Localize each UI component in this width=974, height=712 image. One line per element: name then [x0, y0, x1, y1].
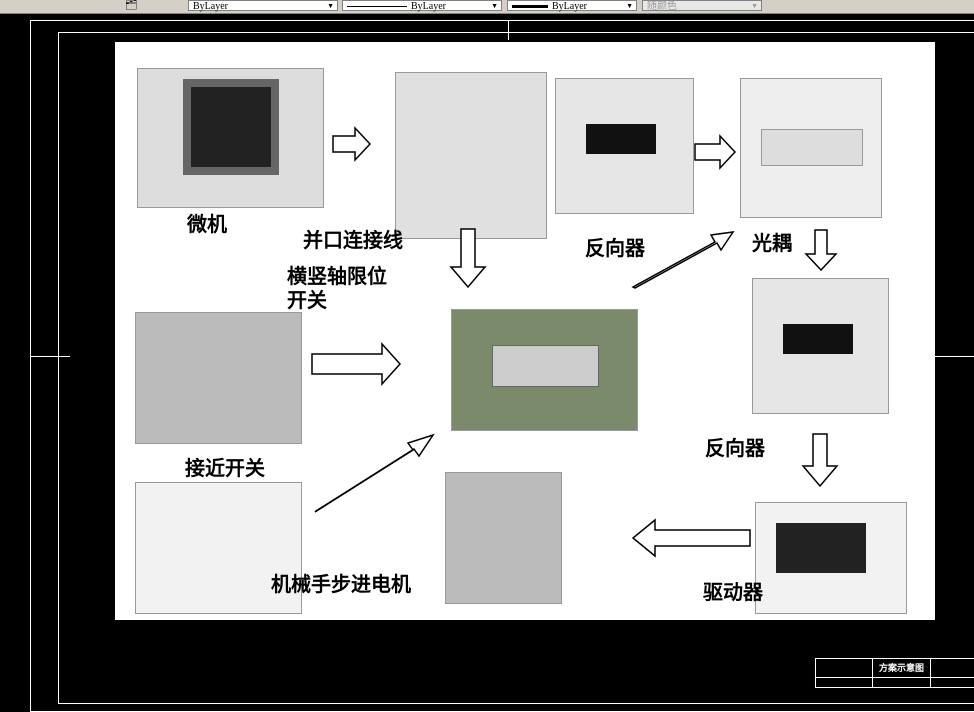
linetype-value: ByLayer	[411, 1, 446, 12]
arrow-right-icon	[694, 134, 737, 170]
scheme-image[interactable]: 微机 并口连接线 反向器 光耦 横竖轴限位开关 接近开关 反向器 驱动器 机械手…	[115, 42, 935, 620]
crosshair-mark	[935, 356, 974, 357]
color-value: ByLayer	[193, 1, 228, 12]
lineweight-dropdown[interactable]: ByLayer▼	[507, 0, 637, 12]
arrow-right-icon	[311, 342, 402, 386]
inverter-chip-image	[555, 78, 694, 214]
arrow-down-icon	[449, 228, 487, 289]
arrow-down-icon	[804, 229, 838, 272]
limit-switch-image	[135, 312, 302, 444]
label-parallel-cable: 并口连接线	[303, 228, 403, 252]
crosshair-mark	[30, 356, 70, 357]
proximity-switch-image	[135, 482, 302, 614]
color-dropdown[interactable]: ByLayer▼	[188, 0, 338, 12]
db25-connector-image	[451, 309, 638, 431]
stepper-motor-image	[445, 472, 562, 604]
parallel-cable-image	[395, 72, 547, 239]
arrow-down-icon	[801, 433, 839, 488]
linetype-dropdown[interactable]: ByLayer▼	[342, 0, 502, 12]
drawing-title: 方案示意图	[878, 664, 924, 674]
label-inverter-2: 反向器	[705, 436, 765, 460]
label-optocoupler: 光耦	[752, 231, 792, 255]
driver-chip-image	[755, 502, 907, 614]
label-limit-switch: 横竖轴限位开关	[287, 264, 387, 312]
optocoupler-image	[740, 78, 882, 218]
plotstyle-dropdown[interactable]: 随颜色▼	[642, 0, 762, 12]
title-block: 方案示意图	[815, 658, 974, 688]
crosshair-mark	[508, 20, 509, 40]
label-driver: 驱动器	[703, 580, 763, 604]
label-inverter: 反向器	[585, 236, 645, 260]
plotstyle-value: 随颜色	[647, 1, 677, 12]
label-computer: 微机	[187, 212, 227, 236]
inverter-chip-image-2	[752, 278, 889, 414]
label-stepper-motor: 机械手步进电机	[271, 572, 411, 596]
arrow-diagonal-icon	[631, 231, 735, 289]
arrow-left-icon	[631, 518, 751, 558]
label-proximity-switch: 接近开关	[185, 456, 265, 480]
arrow-diagonal-icon	[314, 433, 435, 513]
computer-image	[137, 68, 324, 208]
arrows	[311, 126, 839, 558]
layer-states-icon[interactable]: 🗂	[125, 0, 138, 11]
arrow-right-icon	[332, 126, 372, 162]
properties-toolbar: 🗂 ByLayer▼ ByLayer▼ ByLayer▼ 随颜色▼	[0, 0, 974, 14]
lineweight-value: ByLayer	[552, 1, 587, 12]
